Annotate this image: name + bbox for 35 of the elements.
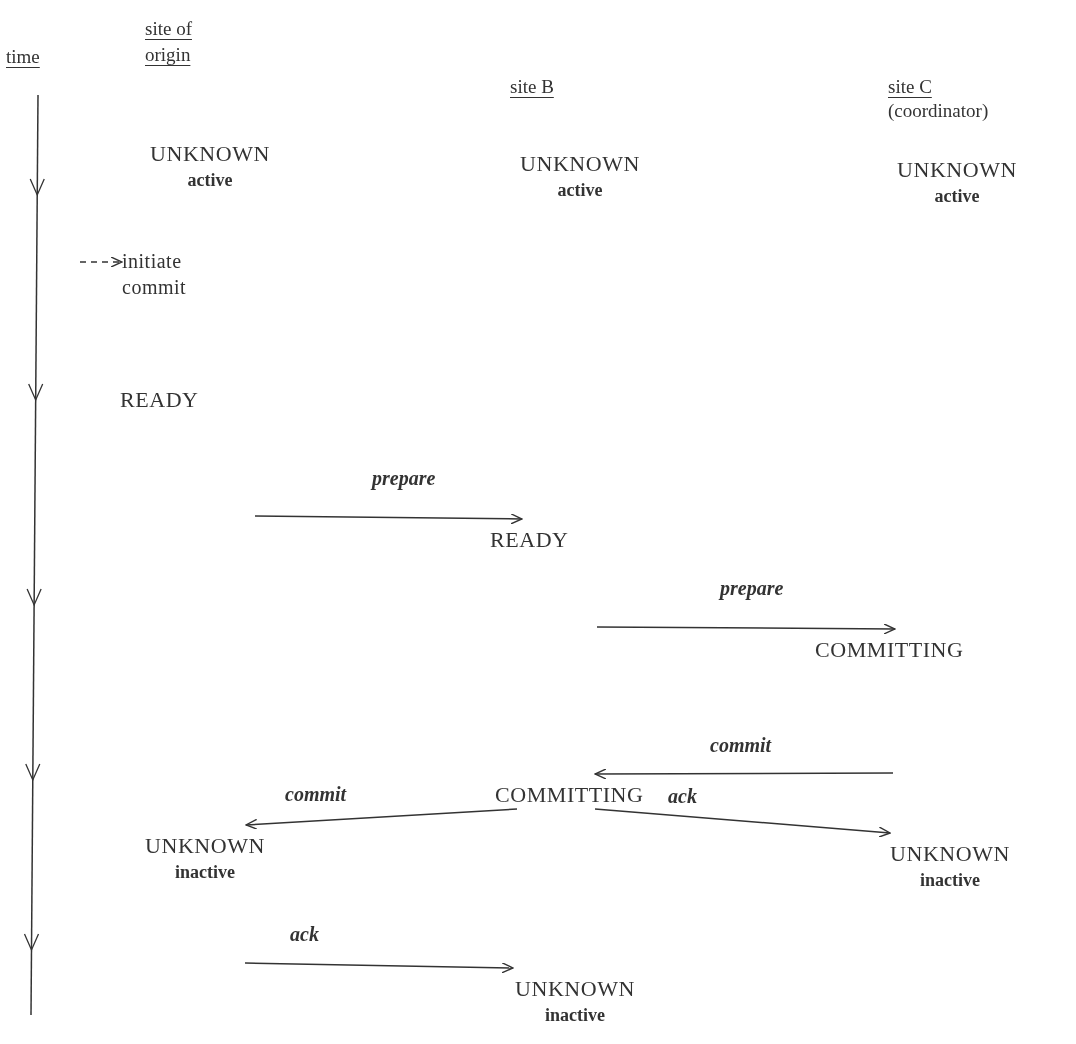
message-label: prepare — [372, 468, 436, 488]
message-arrow — [254, 513, 523, 525]
status-text: active — [187, 169, 233, 192]
status-text: inactive — [175, 861, 235, 884]
state-text: UNKNOWN — [150, 140, 270, 168]
column-heading: site of origin — [145, 17, 193, 67]
state-text: initiate commit — [122, 249, 188, 300]
message-arrow — [245, 808, 518, 831]
status-text: active — [934, 185, 980, 208]
column-heading: site B — [510, 75, 555, 99]
dashed-arrow — [79, 256, 123, 268]
state-text: COMMITTING — [815, 636, 964, 664]
column-heading: time — [6, 45, 41, 69]
message-arrow — [596, 623, 896, 635]
state-text: UNKNOWN — [515, 975, 635, 1003]
message-arrow — [244, 962, 514, 974]
state-text: UNKNOWN — [520, 150, 640, 178]
state-text: UNKNOWN — [890, 840, 1010, 868]
state-text: READY — [120, 386, 199, 414]
column-heading: site C — [888, 75, 933, 99]
message-arrow — [594, 768, 894, 780]
state-text: UNKNOWN — [145, 832, 265, 860]
state-text: READY — [490, 526, 569, 554]
message-label: commit — [285, 784, 347, 804]
status-text: inactive — [545, 1004, 605, 1027]
message-label: commit — [710, 735, 772, 755]
column-heading: (coordinator) — [888, 99, 990, 123]
state-text: COMMITTING — [495, 781, 644, 809]
state-text: UNKNOWN — [897, 156, 1017, 184]
message-label: ack — [668, 786, 697, 806]
message-label: prepare — [720, 578, 784, 598]
status-text: active — [557, 179, 603, 202]
message-arrow — [594, 808, 891, 838]
message-label: ack — [290, 924, 319, 944]
status-text: inactive — [920, 869, 980, 892]
